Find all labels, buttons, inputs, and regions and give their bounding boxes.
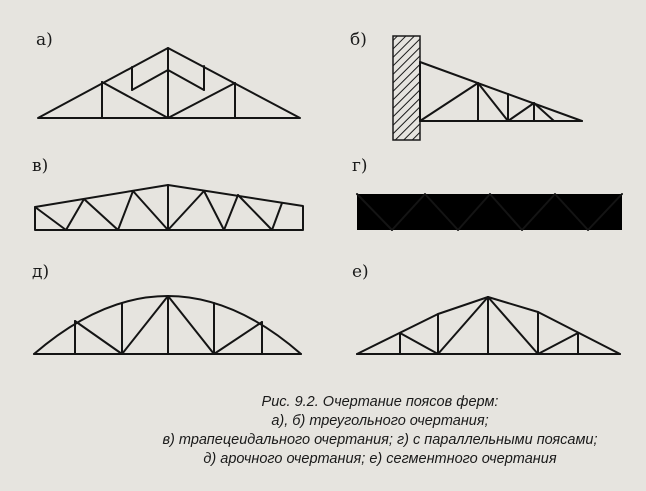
panel-label-g: г) [352,156,368,176]
panel-label-b: б) [350,30,367,50]
caption-line-1: Рис. 9.2. Очертание поясов ферм: [261,394,499,410]
truss-trapezoidal-v [34,184,304,231]
panel-label-e: е) [352,262,369,282]
truss-segmental-e [356,296,621,355]
truss-parallel-g [356,193,623,231]
truss-arched-d [33,295,302,355]
caption-line-2: а), б) треугольного очертания; [271,413,489,429]
truss-triangular-a [37,47,301,119]
figure-caption: Рис. 9.2. Очертание поясов ферм: а), б) … [150,393,610,469]
caption-line-3: в) трапецеидального очертания; г) с пара… [162,432,598,448]
panel-label-a: а) [36,30,53,50]
caption-line-4: д) арочного очертания; е) сегментного оч… [203,451,557,467]
panel-label-v: в) [32,156,49,176]
panel-label-d: д) [32,262,50,282]
hatched-wall-support [392,35,421,141]
truss-triangular-cantilever-b [419,61,583,122]
